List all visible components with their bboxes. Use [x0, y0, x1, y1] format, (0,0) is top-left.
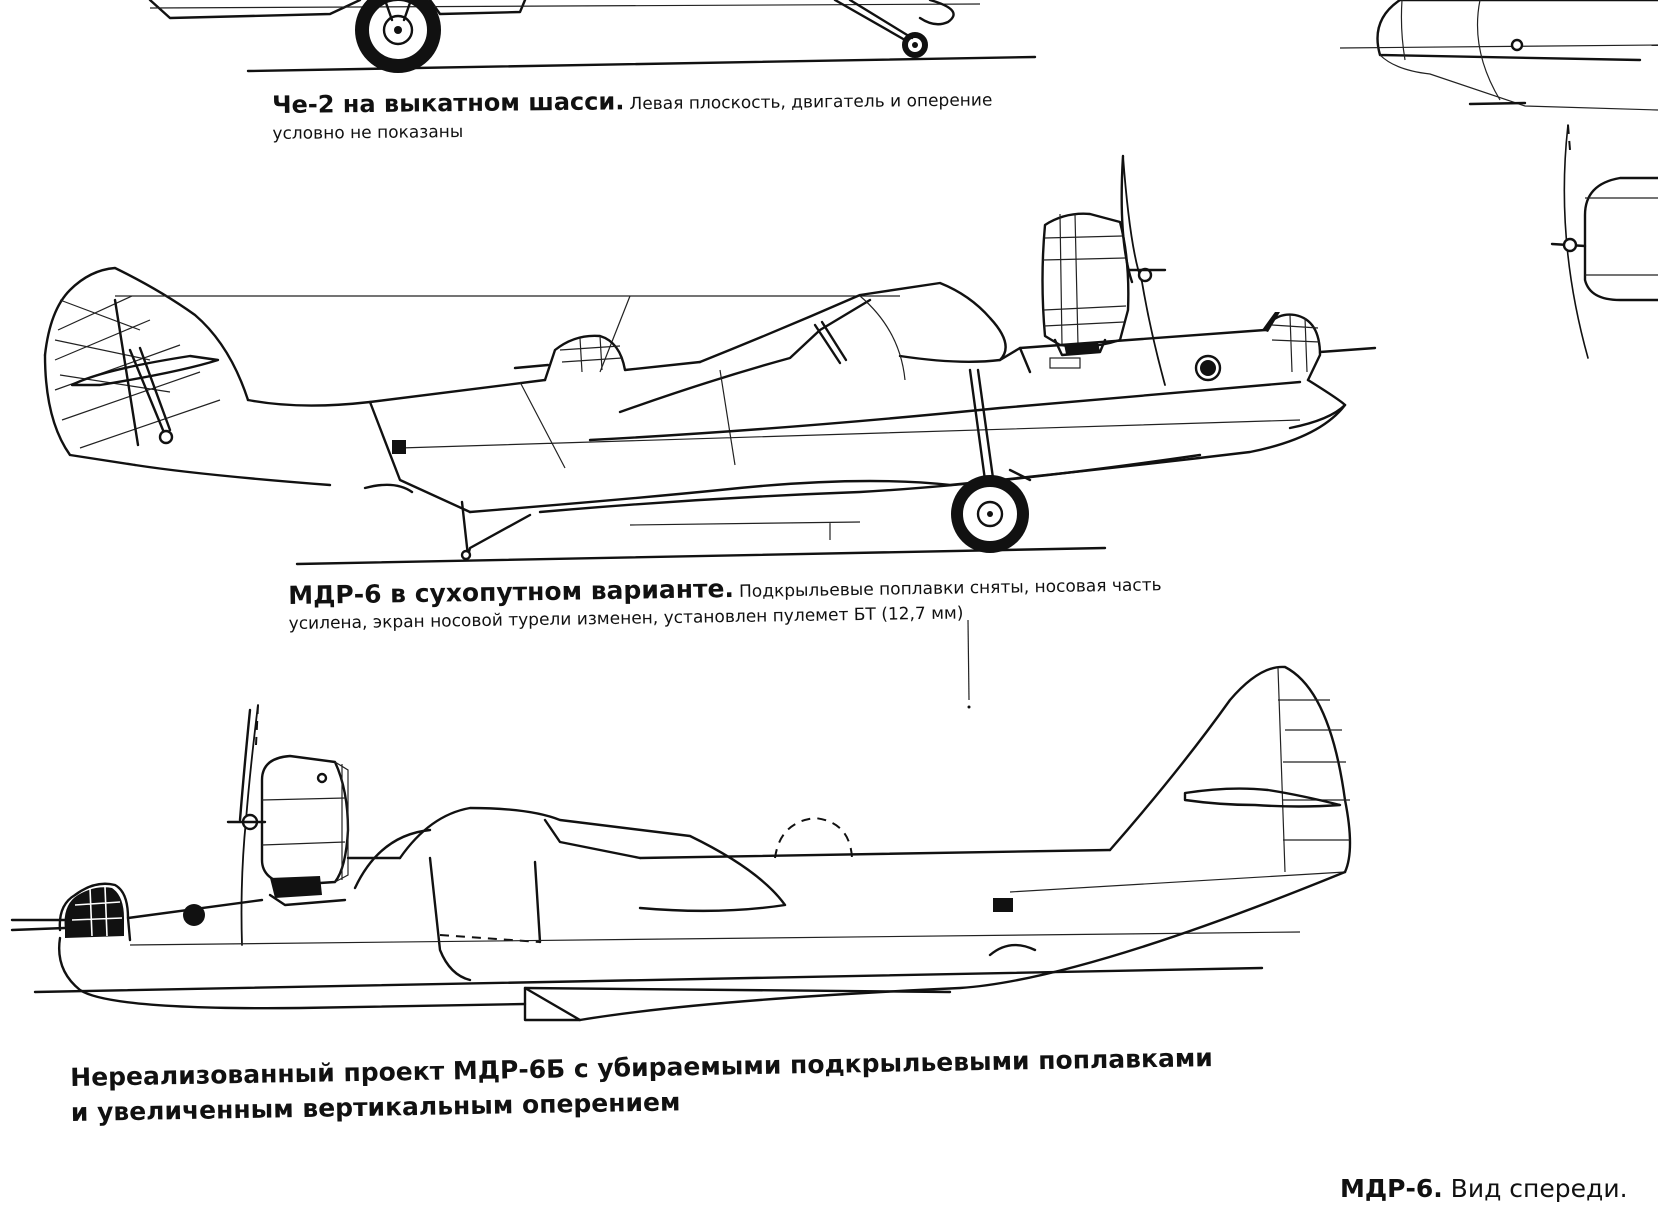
caption-mdr6-land-bold: МДР-6 в сухопутном варианте.: [288, 573, 735, 610]
caption-mdr6-land-text: Подкрыльевые поплавки сняты, носовая час…: [738, 575, 1162, 602]
caption-che2: Че-2 на выкатном шасси. Левая плоскость,…: [272, 82, 993, 145]
mdr6-land-drawing: [43, 154, 1377, 709]
caption-che2-bold: Че-2 на выкатном шасси.: [272, 87, 625, 119]
caption-front-view-text: Вид спереди.: [1442, 1174, 1628, 1203]
caption-che2-text: Левая плоскость, двигатель и оперение: [629, 90, 993, 115]
mdr6b-project-drawing: [10, 665, 1352, 1022]
front-view-fragment-top: [1339, 0, 1658, 111]
front-view-fragment-middle: [1550, 124, 1658, 359]
caption-front-view-bold: МДР-6.: [1340, 1174, 1443, 1203]
che2-cart-drawing: [148, 0, 1037, 73]
caption-front-view: МДР-6. Вид спереди.: [1340, 1173, 1628, 1204]
